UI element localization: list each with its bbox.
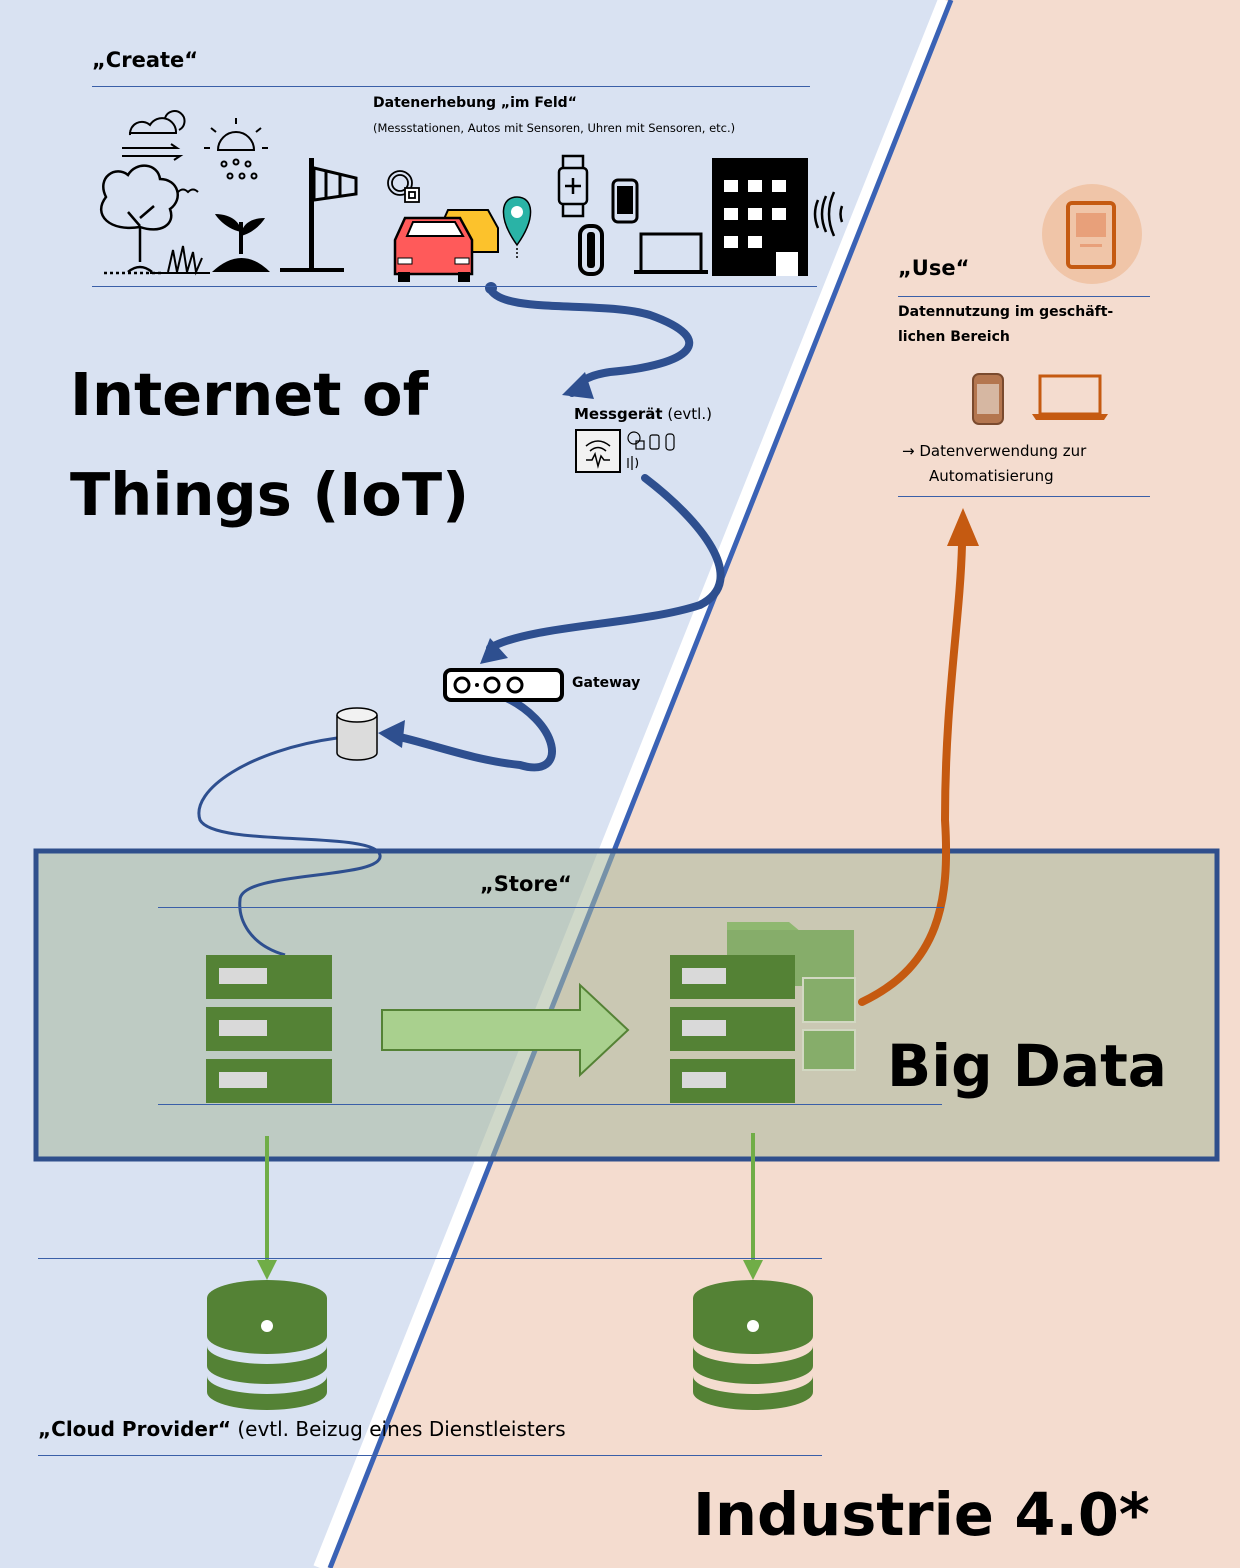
flow-arrow-create-to-messgeraet [486, 284, 694, 397]
create-top-line [92, 86, 810, 87]
iot-title-line2: Things (IoT) [70, 460, 470, 529]
store-top-line [158, 907, 944, 908]
flow-line-storage-to-server [197, 736, 382, 957]
building-icon [712, 158, 808, 276]
nfc-tag-icon [387, 170, 420, 203]
use-arrowhead [947, 508, 979, 546]
iot-title-line1: Internet of [70, 360, 429, 429]
create-bottom-line [92, 286, 817, 287]
windsock-icon [280, 158, 358, 272]
cloud-provider-note: (evtl. Beizug eines Dienstleisters [230, 1417, 566, 1441]
flow-arrowhead [562, 372, 594, 399]
use-arrow [858, 541, 966, 1006]
store-bottom-line [158, 1104, 942, 1105]
use-top-line [898, 296, 1150, 297]
weather-icon [122, 110, 186, 161]
tablet-delivery-icon [1042, 184, 1142, 284]
smartwatch-icon [557, 154, 589, 218]
cloud-provider-bold: „Cloud Provider“ [38, 1417, 231, 1441]
laptop-use-icon [1032, 374, 1108, 420]
sprout-icon [212, 214, 270, 272]
small-devices-icon [627, 431, 675, 470]
cloud-bottom-line [38, 1455, 822, 1456]
messgeraet-label: Messgerät (evtl.) [574, 405, 712, 423]
phone-app-icon [972, 373, 1004, 425]
messgeraet-note: (evtl.) [667, 405, 712, 423]
use-result-line2: Automatisierung [929, 467, 1054, 485]
flow-arrow-messgeraet-to-gateway [486, 474, 725, 652]
fitness-band-icon [578, 224, 604, 276]
grass-icon [150, 245, 210, 276]
map-pin-icon [502, 196, 532, 260]
create-heading: Datenerhebung „im Feld“ [373, 95, 577, 111]
use-bottom-line [898, 496, 1150, 497]
create-title: „Create“ [92, 48, 199, 72]
store-box [33, 848, 1220, 1162]
server-rack-icon [206, 955, 332, 1103]
gateway-label: Gateway [572, 675, 641, 691]
flow-arrow-gateway-to-store [386, 691, 556, 772]
phone-icon [611, 178, 639, 224]
cloud-top-line [38, 1258, 822, 1259]
database-icon-left [207, 1280, 327, 1410]
divider-line-blue [327, 0, 954, 1568]
transfer-arrow [381, 982, 630, 1078]
use-result-line1: → Datenverwendung zur [902, 442, 1087, 460]
big-data-server-cluster-icon [670, 922, 856, 1103]
create-subheading: (Messstationen, Autos mit Sensoren, Uhre… [373, 121, 736, 135]
database-icon-right [693, 1280, 813, 1410]
cloud-provider-label: „Cloud Provider“ (evtl. Beizug eines Die… [38, 1417, 566, 1441]
router-icon [443, 668, 564, 702]
divider-line-white [313, 0, 952, 1568]
cars-icon [393, 209, 499, 282]
use-heading-line1: Datennutzung im geschäft- [898, 304, 1114, 320]
down-arrow-right [743, 1133, 763, 1280]
industrie-title: Industrie 4.0* [693, 1480, 1150, 1549]
messgeraet-bold: Messgerät [574, 405, 663, 423]
flow-start-dot [485, 282, 497, 294]
use-heading-line2: lichen Bereich [898, 329, 1010, 345]
iot-region [0, 0, 945, 1568]
bird-icon [177, 188, 199, 194]
flow-arrowhead [378, 720, 405, 748]
flow-arrowhead [480, 638, 508, 664]
laptop-icon [634, 232, 708, 274]
store-title: „Store“ [480, 872, 572, 896]
sun-rain-icon [204, 118, 268, 180]
big-data-title: Big Data [887, 1032, 1167, 1100]
use-title: „Use“ [898, 256, 970, 280]
measuring-device-icon [575, 429, 621, 473]
storage-cylinder-icon [336, 707, 378, 761]
signal-waves-icon [813, 191, 844, 237]
down-arrow-left [257, 1136, 277, 1280]
